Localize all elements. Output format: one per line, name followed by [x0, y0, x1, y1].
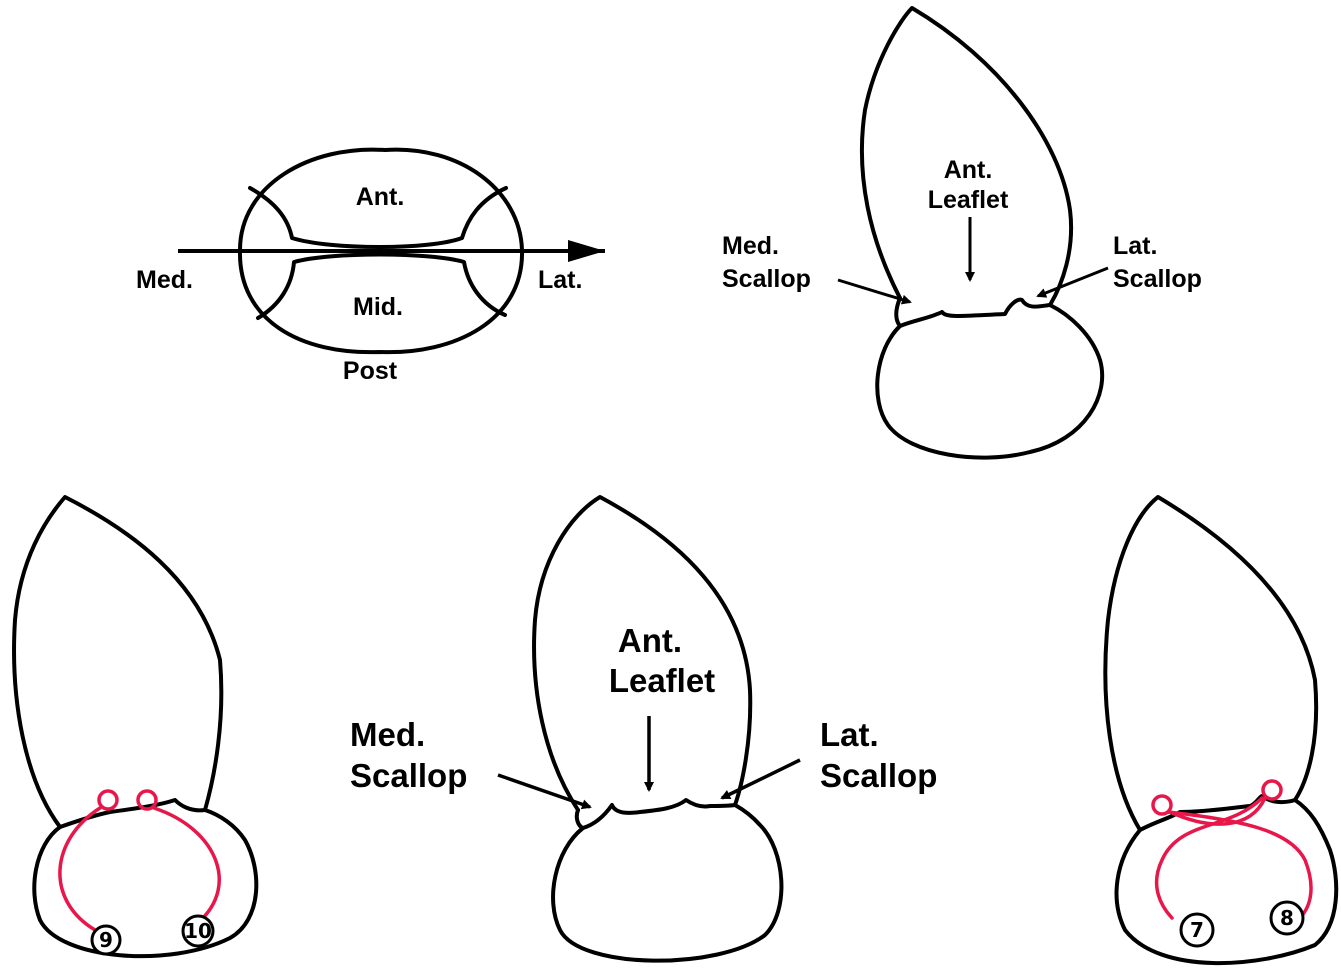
center-valve: Ant. Leaflet Med. Scallop Lat. Scallop [350, 497, 937, 961]
suture-strand [154, 808, 219, 925]
posterior-leaflet-outline [34, 810, 256, 956]
axis-arrowhead [568, 240, 605, 262]
anterior-label: Ant. [356, 183, 405, 211]
lat-scallop-label-line2: Scallop [1113, 265, 1202, 293]
suture-loop [1263, 781, 1281, 799]
med-scallop-label-line1: Med. [722, 232, 779, 260]
middle-label: Mid. [353, 293, 403, 321]
medial-label: Med. [136, 266, 193, 294]
suture-number: 10 [184, 919, 212, 943]
suture-number: 9 [99, 928, 113, 952]
top-valve: Ant. Leaflet Med. Scallop Lat. Scallop [722, 8, 1202, 458]
med-scallop-label-line2: Scallop [722, 265, 811, 293]
lat-scallop-label-line1: Lat. [820, 716, 879, 753]
lat-scallop-label-line1: Lat. [1113, 232, 1157, 260]
posterior-label: Post [343, 357, 398, 385]
lat-scallop-arrow [722, 760, 800, 798]
lat-scallop-label-line2: Scallop [820, 757, 937, 794]
med-scallop-arrow [498, 775, 590, 807]
med-scallop-label-line2: Scallop [350, 757, 467, 794]
leaflet-label-line1: Ant. [618, 622, 682, 659]
valve-rim-outline [577, 800, 735, 828]
leaflet-label-line2: Leaflet [928, 186, 1009, 214]
leaflet-label-line1: Ant. [944, 156, 993, 184]
anterior-leaflet-outline [14, 497, 221, 827]
lateral-label: Lat. [538, 266, 582, 294]
lat-scallop-arrow [1038, 268, 1108, 296]
med-scallop-label-line1: Med. [350, 716, 425, 753]
right-valve: 7 8 [1105, 497, 1336, 963]
suture-number: 8 [1280, 906, 1294, 930]
posterior-leaflet-outline [877, 305, 1102, 458]
suture-number: 7 [1190, 918, 1204, 942]
orientation-schematic: Ant. Mid. Med. Lat. Post [136, 150, 605, 385]
left-valve: 9 10 [14, 497, 256, 956]
suture-loop [99, 791, 117, 809]
med-scallop-arrow [838, 280, 910, 302]
valve-rim-outline [896, 298, 1050, 326]
leaflet-label-line2: Leaflet [609, 662, 715, 699]
anterior-leaflet-outline [1105, 497, 1316, 830]
